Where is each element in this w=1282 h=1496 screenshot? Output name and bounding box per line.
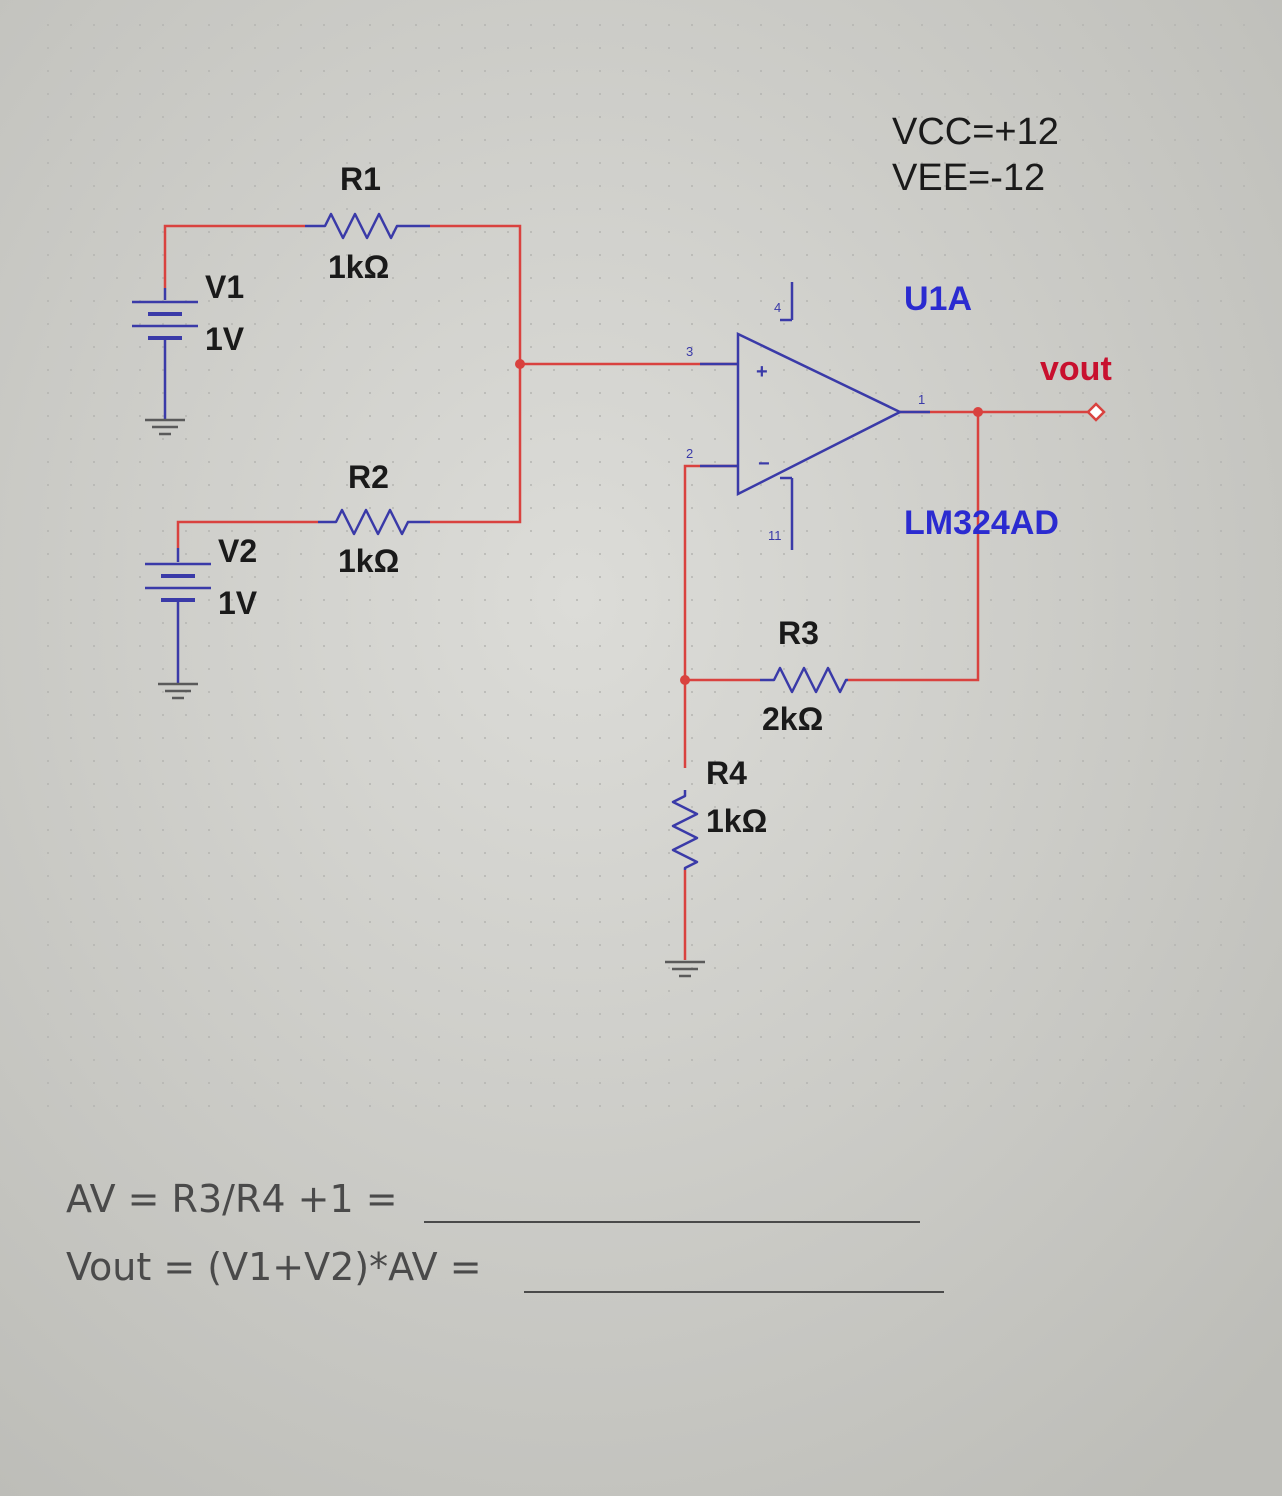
gain-equation: AV = R3/R4 +1 = (66, 1177, 398, 1221)
pin-number-inv: 2 (686, 446, 693, 461)
opamp-part-label: LM324AD (904, 504, 1059, 542)
ground-icon (145, 418, 185, 436)
battery-v2-symbol (145, 548, 211, 684)
opamp-ref-label: U1A (904, 280, 972, 318)
junction-dot (680, 675, 690, 685)
junction-dot (515, 359, 525, 369)
pin-number-out: 1 (918, 392, 925, 407)
pin-number-vminus: 11 (768, 528, 782, 543)
ground-icon (158, 682, 198, 700)
grid-dots (30, 20, 1250, 1120)
wire-r1-r2-node (430, 224, 522, 524)
junction-dot (973, 407, 983, 417)
opamp-u1a-symbol (700, 318, 930, 497)
r4-name: R4 (706, 755, 747, 791)
r1-name: R1 (340, 161, 381, 197)
r1-value: 1kΩ (328, 249, 389, 285)
resistor-r3-symbol (760, 666, 848, 694)
wire-v1-r1 (163, 224, 305, 288)
wire-v2-r2 (176, 520, 318, 548)
resistor-r4-symbol (671, 790, 699, 870)
vee-label: VEE=-12 (892, 157, 1045, 199)
vcc-label: VCC=+12 (892, 111, 1059, 153)
v1-value: 1V (205, 321, 245, 357)
r3-name: R3 (778, 615, 819, 651)
output-terminal-icon (1086, 402, 1106, 422)
v2-name: V2 (218, 533, 257, 569)
opamp-plus-sign: + (756, 361, 768, 383)
opamp-minus-sign: − (758, 453, 770, 475)
v1-name: V1 (205, 269, 244, 305)
battery-v1-symbol (132, 288, 198, 420)
wire-r3-out (848, 412, 980, 682)
r2-value: 1kΩ (338, 543, 399, 579)
resistor-r1-symbol (305, 212, 430, 240)
output-label: vout (1040, 350, 1112, 388)
resistor-r2-symbol (318, 508, 430, 536)
r4-value: 1kΩ (706, 803, 767, 839)
r3-value: 2kΩ (762, 701, 823, 737)
pin-number-noninv: 3 (686, 344, 693, 359)
vout-equation: Vout = (V1+V2)*AV = (66, 1245, 482, 1289)
pin-number-vplus: 4 (774, 300, 781, 315)
ground-icon (665, 960, 705, 978)
v2-value: 1V (218, 585, 258, 621)
r2-name: R2 (348, 459, 389, 495)
